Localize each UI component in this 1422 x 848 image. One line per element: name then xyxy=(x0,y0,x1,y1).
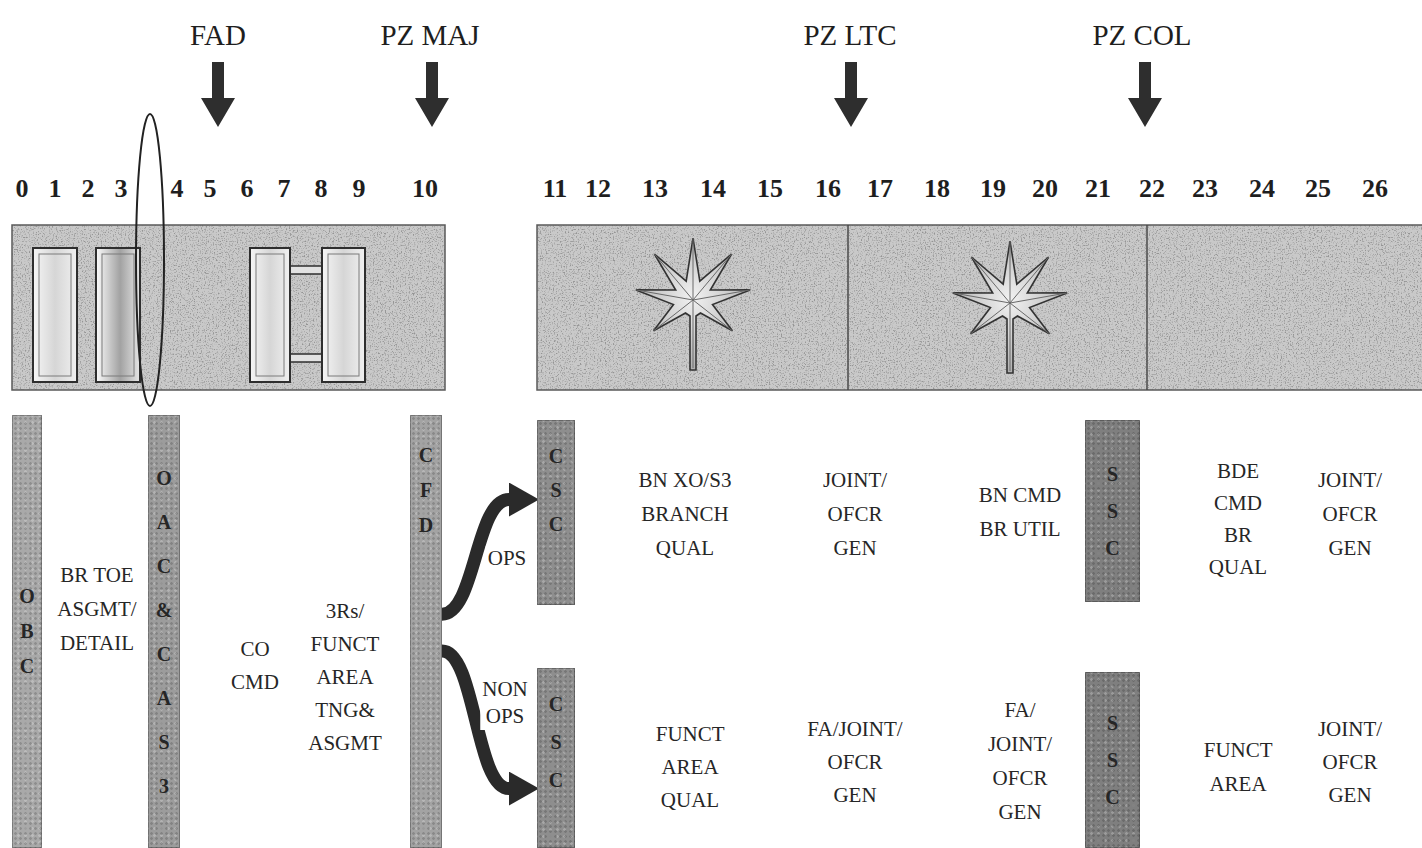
year-number: 6 xyxy=(241,174,254,204)
bar-letters: CFD xyxy=(416,438,436,543)
promotion-heading: PZ LTC xyxy=(803,18,896,52)
career-bar: CSC xyxy=(537,668,575,848)
granite-texture xyxy=(537,225,1422,390)
career-phase-text: FUNCT AREA QUAL xyxy=(656,718,724,817)
captain-bar xyxy=(250,248,290,382)
phase-arrow xyxy=(834,62,868,127)
career-phase-text: FA/JOINT/ OFCR GEN xyxy=(807,713,902,812)
career-phase-text: JOINT/ OFCR GEN xyxy=(1318,713,1382,812)
year-number: 1 xyxy=(49,174,62,204)
bar-letters: OBC xyxy=(17,579,37,684)
career-phase-text: BN CMD BR UTIL xyxy=(972,478,1068,546)
career-phase-text: BDE CMD BR QUAL xyxy=(1209,455,1267,583)
career-phase-text: CO CMD xyxy=(231,633,279,699)
track-label: NON OPS xyxy=(480,676,530,730)
track-label: OPS xyxy=(486,546,529,570)
year-number: 4 xyxy=(171,174,184,204)
granite-texture xyxy=(12,225,445,390)
career-phase-text: BN XO/S3 BRANCH QUAL xyxy=(629,463,741,565)
year-number: 8 xyxy=(315,174,328,204)
year-number: 0 xyxy=(16,174,29,204)
bar-bevel xyxy=(328,254,359,376)
promotion-heading: PZ COL xyxy=(1092,18,1191,52)
captain-bar xyxy=(322,248,365,382)
bar-bevel xyxy=(39,254,71,376)
bar-letters: SSC xyxy=(1103,705,1123,816)
year-number: 20 xyxy=(1032,174,1058,204)
year-number: 3 xyxy=(115,174,128,204)
major-oak-leaf xyxy=(636,238,750,370)
career-phase-text: BR TOE ASGMT/ DETAIL xyxy=(57,558,136,660)
band-divider xyxy=(847,225,849,390)
career-phase-text: 3Rs/ FUNCT AREA TNG& ASGMT xyxy=(308,595,382,760)
granite-band xyxy=(537,225,1422,390)
year-number: 13 xyxy=(642,174,668,204)
bar-letters: OAC & CAS3 xyxy=(154,456,174,808)
year-number: 12 xyxy=(585,174,611,204)
bar-bevel xyxy=(256,254,284,376)
phase-arrow xyxy=(201,62,235,127)
year-number: 21 xyxy=(1085,174,1111,204)
bar-letters: CSC xyxy=(546,685,566,799)
career-bar: SSC xyxy=(1085,420,1140,602)
captain-bar-link xyxy=(290,354,322,362)
lieutenant-bar xyxy=(96,248,140,382)
band-border xyxy=(537,225,1422,390)
year-number: 22 xyxy=(1139,174,1165,204)
career-phase-text: FA/ JOINT/ OFCR GEN xyxy=(988,693,1052,829)
phase-arrow xyxy=(1128,62,1162,127)
career-bar: CSC xyxy=(537,420,575,605)
lieutenant-bar xyxy=(33,248,77,382)
career-phase-text: JOINT/ OFCR GEN xyxy=(823,463,887,565)
career-bar: SSC xyxy=(1085,672,1140,848)
highlight-oval xyxy=(136,114,164,406)
year-number: 17 xyxy=(867,174,893,204)
lieutenant-colonel-oak-leaf xyxy=(953,241,1067,373)
year-number: 23 xyxy=(1192,174,1218,204)
granite-band xyxy=(12,225,445,390)
career-phase-text: JOINT/ OFCR GEN xyxy=(1318,463,1382,565)
career-bar: CFD xyxy=(410,415,442,848)
promotion-heading: PZ MAJ xyxy=(380,18,479,52)
year-number: 2 xyxy=(82,174,95,204)
captain-bar-link xyxy=(290,266,322,274)
year-number: 16 xyxy=(815,174,841,204)
year-number: 9 xyxy=(353,174,366,204)
year-number: 14 xyxy=(700,174,726,204)
year-number: 24 xyxy=(1249,174,1275,204)
bar-letters: SSC xyxy=(1103,456,1123,567)
career-phase-text: FUNCT AREA xyxy=(1204,733,1272,801)
band-border xyxy=(12,225,445,390)
promotion-heading: FAD xyxy=(190,18,246,52)
career-bar: OBC xyxy=(12,415,42,848)
year-number: 18 xyxy=(924,174,950,204)
year-number: 11 xyxy=(543,174,568,204)
year-number: 15 xyxy=(757,174,783,204)
career-bar: OAC & CAS3 xyxy=(148,415,180,848)
year-number: 7 xyxy=(278,174,291,204)
year-number: 10 xyxy=(412,174,438,204)
bar-letters: CSC xyxy=(546,439,566,541)
phase-arrow xyxy=(415,62,449,127)
year-number: 19 xyxy=(980,174,1006,204)
year-number: 25 xyxy=(1305,174,1331,204)
bar-bevel xyxy=(102,254,134,376)
band-divider xyxy=(1146,225,1148,390)
year-number: 26 xyxy=(1362,174,1388,204)
year-number: 5 xyxy=(204,174,217,204)
